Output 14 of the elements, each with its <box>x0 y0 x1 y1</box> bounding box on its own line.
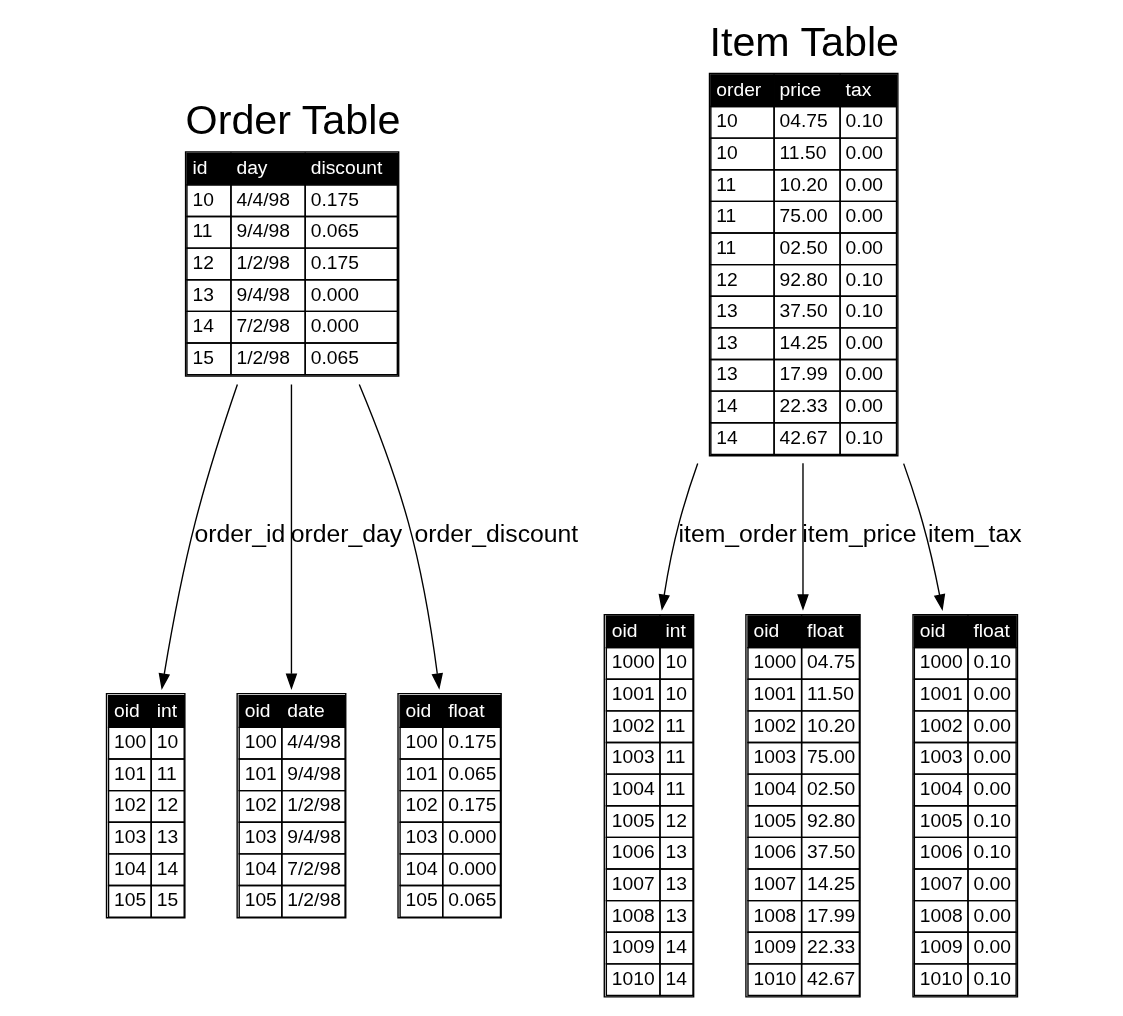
edge-label: order_day <box>290 520 402 548</box>
edge-label: item_price <box>801 520 916 548</box>
arrow <box>158 383 238 690</box>
arrow <box>285 383 297 691</box>
node-label: Order Table <box>185 96 400 143</box>
edge-label: order_id <box>193 520 285 548</box>
node-label: Item Table <box>708 18 899 65</box>
edge-label: item_tax <box>927 520 1022 548</box>
edge-label: item_order <box>678 520 797 548</box>
arrow <box>658 462 698 611</box>
edge-label: order_discount <box>413 520 578 548</box>
arrow <box>358 383 443 690</box>
arrow <box>796 462 809 611</box>
arrow <box>902 462 945 611</box>
